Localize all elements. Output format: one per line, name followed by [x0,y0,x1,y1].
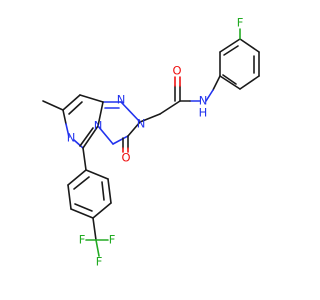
molecule-structure-diagram: F N H O N N N N O F F F [42,16,260,269]
atom-nitrogen-pyrimidine: N [67,131,76,145]
triazolone-ring [97,101,141,153]
atom-oxygen-carbonyl: O [172,64,181,78]
atom-nitrogen-triazole-2: N [137,117,146,131]
molecule-canvas: F N H O N N N N O F F F [42,16,260,269]
amide-linkage [139,75,221,123]
atom-nitrogen-shared: N [94,119,103,133]
fluorophenyl-ring [219,28,260,90]
atom-fluorine-top: F [237,16,244,30]
atom-fluorine-2: F [109,233,116,247]
atom-oxygen-ring: O [121,151,130,165]
atom-hydrogen-amide: H [199,106,208,120]
atom-fluorine-3: F [96,255,103,269]
atom-fluorine-1: F [79,233,86,247]
atom-nitrogen-triazole-1: N [117,93,126,107]
pyrimidine-ring [42,94,104,149]
trifluoromethylphenyl-ring [67,147,112,257]
atom-nitrogen-amide: N [199,94,208,108]
